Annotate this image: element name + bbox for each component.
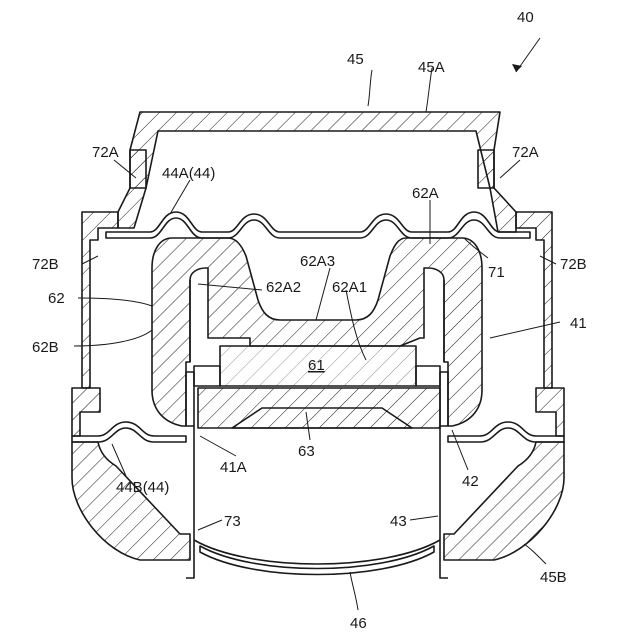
label-46: 46 — [350, 615, 367, 632]
label-43: 43 — [390, 513, 407, 530]
lens-bracket-left — [186, 560, 194, 578]
holder-top-left — [194, 366, 220, 386]
label-62: 62 — [48, 290, 65, 307]
label-72B-right: 72B — [560, 256, 587, 273]
housing-right-lower — [536, 388, 564, 436]
label-73: 73 — [224, 513, 241, 530]
cap-45-inner-tip-left — [130, 150, 146, 188]
label-40: 40 — [517, 9, 534, 26]
lens-46-inner — [200, 546, 434, 575]
label-41: 41 — [570, 315, 587, 332]
label-61: 61 — [308, 357, 325, 374]
holder-41A — [186, 372, 194, 426]
label-63: 63 — [298, 443, 315, 460]
label-62A2: 62A2 — [266, 279, 301, 296]
label-44A: 44A(44) — [162, 165, 215, 182]
diaphragm-44A — [106, 212, 530, 238]
label-72A-left: 72A — [92, 144, 119, 161]
lower-housing-right — [444, 442, 564, 560]
housing-left-lower — [72, 388, 100, 436]
label-45: 45 — [347, 51, 364, 68]
label-42: 42 — [462, 473, 479, 490]
lower-housing-left — [72, 442, 190, 560]
label-71: 71 — [488, 264, 505, 281]
label-41A: 41A — [220, 459, 247, 476]
diaphragm-44B-right — [448, 422, 564, 442]
label-45B: 45B — [540, 569, 567, 586]
lens-46 — [194, 540, 440, 564]
label-72B-left: 72B — [32, 256, 59, 273]
holder-top-right — [416, 366, 440, 386]
label-62A1: 62A1 — [332, 279, 367, 296]
diaphragm-44B — [72, 422, 186, 442]
cap-45-inner-tip-right — [478, 150, 494, 188]
label-45A: 45A — [418, 59, 445, 76]
label-72A-right: 72A — [512, 144, 539, 161]
label-62A: 62A — [412, 185, 439, 202]
label-62B: 62B — [32, 339, 59, 356]
holder-42 — [440, 372, 448, 426]
lens-bracket-right — [440, 560, 448, 578]
label-62A3: 62A3 — [300, 253, 335, 270]
label-44B: 44B(44) — [116, 479, 169, 496]
